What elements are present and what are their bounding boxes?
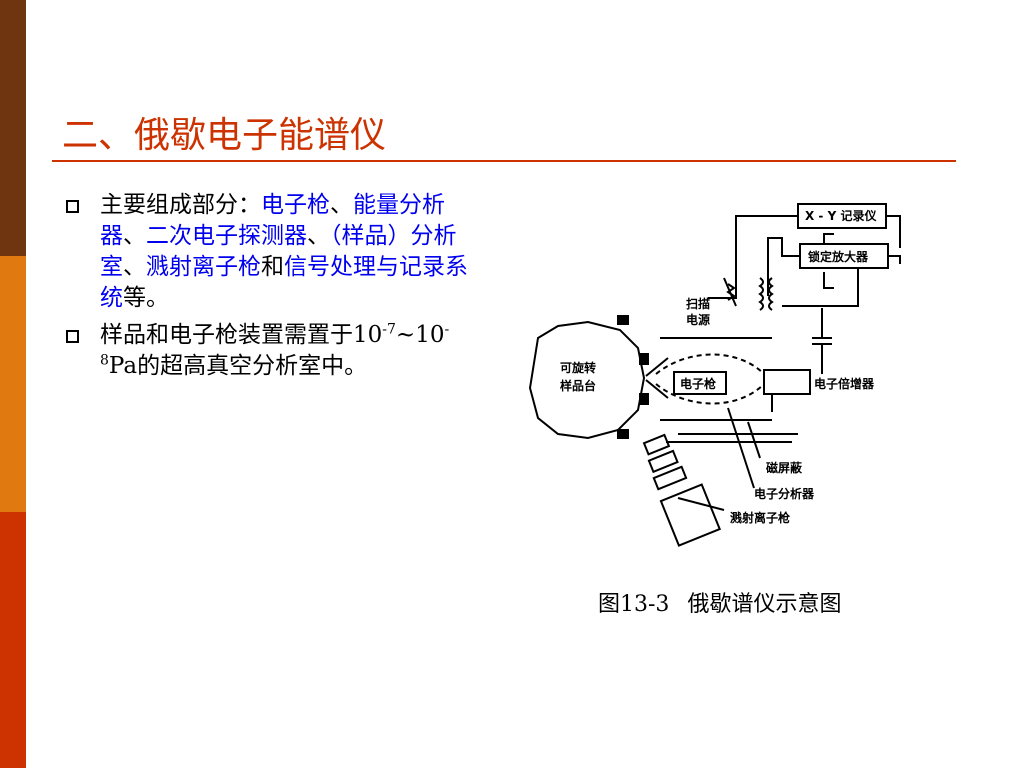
highlight-term: 溅射离子枪 — [146, 254, 261, 280]
scan-resistor — [723, 277, 737, 307]
transformer-coil — [768, 277, 774, 311]
electron-path — [645, 357, 669, 377]
sputter-ion-gun — [642, 433, 722, 547]
bullet-text-end: Pa的超高真空分析室中。 — [108, 353, 368, 379]
separator: 、 — [123, 223, 146, 249]
bullet-text: 样品和电子枪装置需置于10 — [100, 322, 383, 348]
figure-caption: 图13-3 俄歇谱仪示意图 — [598, 586, 841, 618]
decor-stripe-bottom — [0, 512, 26, 768]
square-bullet-icon — [66, 200, 79, 213]
sample-holder — [639, 393, 649, 405]
bullet-text: 主要组成部分： — [100, 192, 261, 218]
electron-gun-box — [673, 371, 727, 395]
electron-analyzer-label: 电子分析器 — [754, 486, 815, 501]
electron-path — [645, 379, 669, 399]
sample-holder — [617, 429, 629, 439]
electron-multiplier-label: 电子倍增器 — [814, 376, 875, 391]
exponent: -7 — [382, 321, 396, 338]
scan-power-label: 扫描 — [686, 296, 710, 311]
wire — [888, 255, 901, 264]
bullet-item-components: 主要组成部分：电子枪、能量分析器、二次电子探测器、（样品）分析室、溅射离子枪和信… — [62, 190, 482, 314]
analyzer-trajectory — [655, 353, 765, 375]
auger-spectrometer-diagram: X - Y 记录仪 锁定放大器 扫描 电源 可旋转 样品台 电子枪 电子倍增器 … — [528, 203, 901, 547]
wire — [767, 237, 800, 296]
xy-recorder-label: X - Y 记录仪 — [805, 209, 877, 223]
title-divider — [52, 160, 956, 162]
separator: 、 — [307, 223, 330, 249]
conjunction: 和 — [261, 254, 284, 280]
sample-stage-label: 样品台 — [560, 378, 596, 393]
decor-stripe-top — [0, 0, 26, 256]
bullet-text: ~10 — [395, 322, 445, 348]
wire — [886, 215, 901, 248]
electron-multiplier-box — [763, 369, 811, 395]
bullet-text-end: 等。 — [123, 285, 169, 311]
highlight-term: 信号处理与记录系统 — [100, 254, 468, 311]
electron-gun-label: 电子枪 — [680, 376, 716, 391]
bullet-list: 主要组成部分：电子枪、能量分析器、二次电子探测器、（样品）分析室、溅射离子枪和信… — [62, 190, 482, 388]
exponent: -8 — [100, 321, 450, 369]
transformer-coil — [758, 277, 764, 311]
square-bullet-icon — [66, 330, 79, 343]
scan-resistor-zigzag — [726, 283, 736, 301]
analyzer-trajectory — [655, 383, 765, 405]
slide-title: 二、俄歇电子能谱仪 — [62, 115, 387, 156]
scan-power-label: 电源 — [686, 312, 710, 327]
bullet-item-vacuum: 样品和电子枪装置需置于10-7~10-8Pa的超高真空分析室中。 — [62, 320, 482, 382]
figure-number: 图13-3 — [598, 592, 670, 617]
magnetic-shield-label: 磁屏蔽 — [765, 460, 803, 475]
wire — [823, 233, 834, 244]
rotatable-sample-stage — [528, 320, 646, 440]
separator: 、 — [123, 254, 146, 280]
sample-holder — [639, 353, 649, 365]
highlight-term: 电子枪 — [261, 192, 330, 218]
highlight-term: （样品）分析室 — [100, 223, 457, 280]
highlight-term: 能量分析器 — [100, 192, 445, 249]
wire — [708, 215, 798, 299]
decor-stripe-middle — [0, 256, 26, 512]
figure-caption-text: 俄歇谱仪示意图 — [687, 592, 842, 617]
lockin-amplifier-label: 锁定放大器 — [808, 249, 869, 264]
wire — [782, 268, 859, 307]
leader-line — [727, 407, 755, 489]
sample-stage-label: 可旋转 — [560, 360, 596, 375]
highlight-term: 二次电子探测器 — [146, 223, 307, 249]
sputter-ion-gun-label: 溅射离子枪 — [730, 510, 790, 525]
leader-line — [747, 421, 761, 459]
leader-line — [677, 497, 725, 511]
separator: 、 — [330, 192, 353, 218]
wire — [823, 272, 834, 289]
sample-holder — [617, 315, 629, 325]
